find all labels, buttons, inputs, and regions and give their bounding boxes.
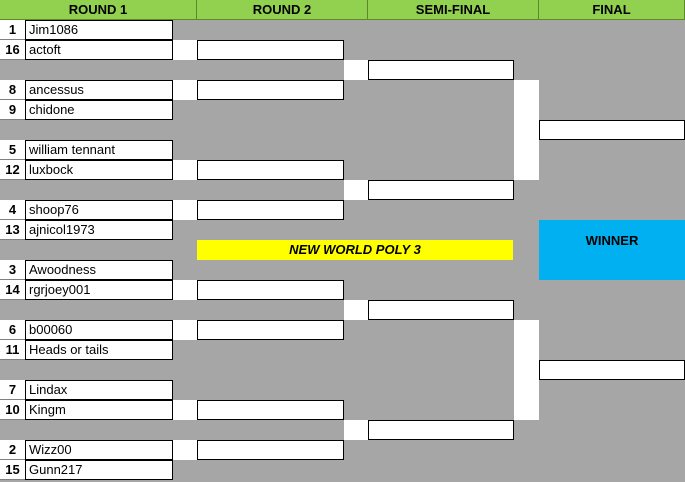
seed-number: 3 bbox=[0, 260, 25, 280]
tournament-title: NEW WORLD POLY 3 bbox=[197, 240, 513, 260]
player-name-cell[interactable]: william tennant bbox=[25, 140, 173, 160]
round-2-slot[interactable] bbox=[197, 440, 344, 460]
player-name-cell[interactable]: ancessus bbox=[25, 80, 173, 100]
seed-number: 13 bbox=[0, 220, 25, 240]
final-slot[interactable] bbox=[539, 360, 685, 380]
header-semi-final: SEMI-FINAL bbox=[368, 0, 539, 20]
semi-final-slot[interactable] bbox=[368, 180, 514, 200]
final-slot[interactable] bbox=[539, 120, 685, 140]
bracket-connector bbox=[173, 320, 197, 340]
bracket-connector bbox=[514, 320, 539, 420]
round-2-slot[interactable] bbox=[197, 400, 344, 420]
seed-number: 16 bbox=[0, 40, 25, 60]
player-name-cell[interactable]: Wizz00 bbox=[25, 440, 173, 460]
seed-number: 15 bbox=[0, 460, 25, 480]
round-2-slot[interactable] bbox=[197, 320, 344, 340]
semi-final-slot[interactable] bbox=[368, 300, 514, 320]
seed-number: 10 bbox=[0, 400, 25, 420]
bracket-connector bbox=[173, 440, 197, 460]
header-final: FINAL bbox=[539, 0, 685, 20]
bracket-connector bbox=[514, 80, 539, 180]
player-name-cell[interactable]: b00060 bbox=[25, 320, 173, 340]
bracket-connector bbox=[344, 420, 368, 440]
bracket-connector bbox=[173, 400, 197, 420]
seed-number: 1 bbox=[0, 20, 25, 40]
seed-number: 14 bbox=[0, 280, 25, 300]
bracket-connector bbox=[344, 60, 368, 80]
header-round-1: ROUND 1 bbox=[0, 0, 197, 20]
round-2-slot[interactable] bbox=[197, 280, 344, 300]
bracket-connector bbox=[173, 80, 197, 100]
player-name-cell[interactable]: rgrjoey001 bbox=[25, 280, 173, 300]
semi-final-slot[interactable] bbox=[368, 60, 514, 80]
player-name-cell[interactable]: Awoodness bbox=[25, 260, 173, 280]
seed-number: 9 bbox=[0, 100, 25, 120]
seed-number: 5 bbox=[0, 140, 25, 160]
player-name-cell[interactable]: ajnicol1973 bbox=[25, 220, 173, 240]
player-name-cell[interactable]: Gunn217 bbox=[25, 460, 173, 480]
bracket-connector bbox=[173, 280, 197, 300]
player-name-cell[interactable]: chidone bbox=[25, 100, 173, 120]
seed-number: 6 bbox=[0, 320, 25, 340]
round-2-slot[interactable] bbox=[197, 200, 344, 220]
player-name-cell[interactable]: Kingm bbox=[25, 400, 173, 420]
player-name-cell[interactable]: Heads or tails bbox=[25, 340, 173, 360]
seed-number: 11 bbox=[0, 340, 25, 360]
player-name-cell[interactable]: Jim1086 bbox=[25, 20, 173, 40]
round-2-slot[interactable] bbox=[197, 80, 344, 100]
seed-number: 2 bbox=[0, 440, 25, 460]
round-2-slot[interactable] bbox=[197, 160, 344, 180]
seed-number: 8 bbox=[0, 80, 25, 100]
bracket-connector bbox=[344, 180, 368, 200]
player-name-cell[interactable]: Lindax bbox=[25, 380, 173, 400]
semi-final-slot[interactable] bbox=[368, 420, 514, 440]
player-name-cell[interactable]: shoop76 bbox=[25, 200, 173, 220]
bracket-connector bbox=[173, 40, 197, 60]
bracket-connector bbox=[173, 160, 197, 180]
seed-number: 12 bbox=[0, 160, 25, 180]
player-name-cell[interactable]: luxbock bbox=[25, 160, 173, 180]
winner-box[interactable]: WINNER bbox=[539, 220, 685, 280]
round-2-slot[interactable] bbox=[197, 40, 344, 60]
seed-number: 7 bbox=[0, 380, 25, 400]
bracket-connector bbox=[344, 300, 368, 320]
player-name-cell[interactable]: actoft bbox=[25, 40, 173, 60]
bracket-connector bbox=[173, 200, 197, 220]
header-round-2: ROUND 2 bbox=[197, 0, 368, 20]
seed-number: 4 bbox=[0, 200, 25, 220]
